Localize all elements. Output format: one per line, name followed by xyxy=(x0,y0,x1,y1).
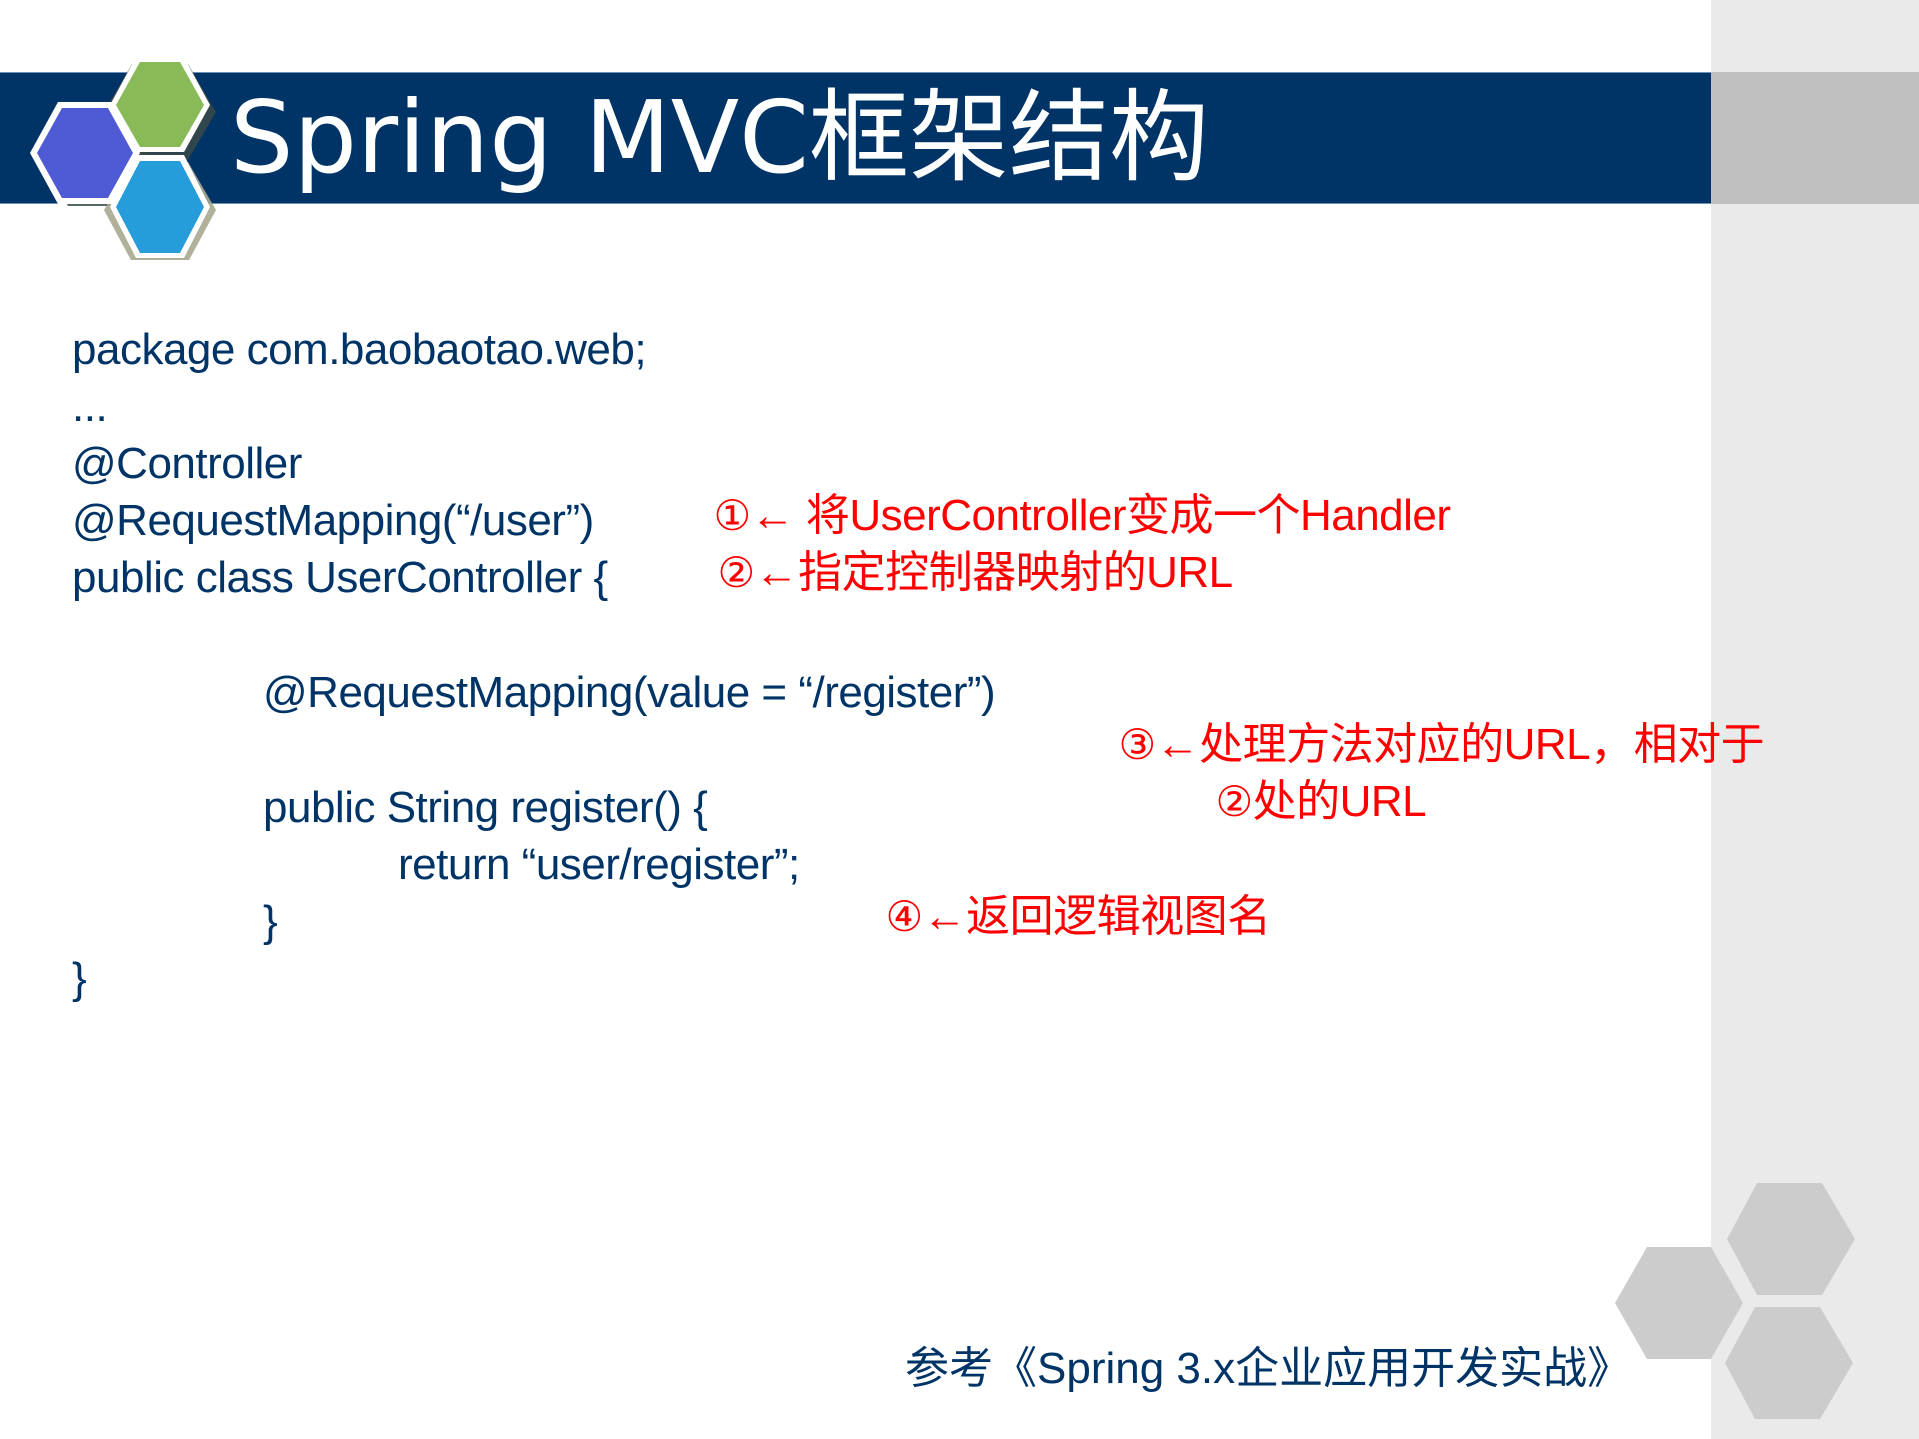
annotation-4-text: 返回逻辑视图名 xyxy=(966,892,1271,941)
left-arrow-icon: ← xyxy=(754,548,799,597)
title-banner-sidebar-segment xyxy=(1711,72,1919,204)
annotation-3-ref-marker: ② xyxy=(1215,777,1253,826)
code-line-return-statement: return “user/register”; xyxy=(398,840,800,889)
annotation-1-marker: ① xyxy=(713,491,751,540)
code-line-class-declaration: public class UserController { xyxy=(72,553,608,602)
code-line-ellipsis: ... xyxy=(72,382,108,431)
code-line-class-close-brace: } xyxy=(72,954,87,1003)
slide-title: Spring MVC框架结构 xyxy=(230,79,1210,196)
hexagon-cluster-logo-icon xyxy=(30,57,216,260)
left-arrow-icon: ← xyxy=(922,892,967,941)
code-line-method-declaration: public String register() { xyxy=(263,783,708,832)
code-line-method-request-mapping: @RequestMapping(value = “/register”) xyxy=(263,668,996,717)
code-line-controller-annotation: @Controller xyxy=(72,439,302,488)
annotation-2-marker: ② xyxy=(717,548,755,597)
annotation-3: ③←处理方法对应的URL，相对于 xyxy=(1095,667,1764,771)
annotation-3-continuation: ②处的URL xyxy=(1192,724,1426,828)
code-line-class-request-mapping: @RequestMapping(“/user”) xyxy=(72,496,594,545)
annotation-1: ①← 将UserController变成一个Handler xyxy=(690,438,1451,542)
annotation-3-text: 处理方法对应的URL，相对于 xyxy=(1199,720,1765,769)
left-arrow-icon: ← xyxy=(1155,720,1200,769)
title-banner xyxy=(0,72,1711,204)
annotation-3-continuation-text: 处的URL xyxy=(1252,777,1427,826)
code-line-package: package com.baobaotao.web; xyxy=(72,325,647,374)
annotation-2: ②←指定控制器映射的URL xyxy=(694,495,1233,599)
code-line-method-close-brace: } xyxy=(263,897,278,946)
left-arrow-icon: ← xyxy=(750,491,795,540)
reference-footer: 参考《Spring 3.x企业应用开发实战》 xyxy=(905,1344,1632,1393)
annotation-2-text: 指定控制器映射的URL xyxy=(798,548,1233,597)
annotation-4-marker: ④ xyxy=(885,892,923,941)
annotation-3-marker: ③ xyxy=(1118,720,1156,769)
annotation-1-text: 将UserController变成一个Handler xyxy=(794,491,1451,540)
annotation-4: ④←返回逻辑视图名 xyxy=(862,839,1271,943)
